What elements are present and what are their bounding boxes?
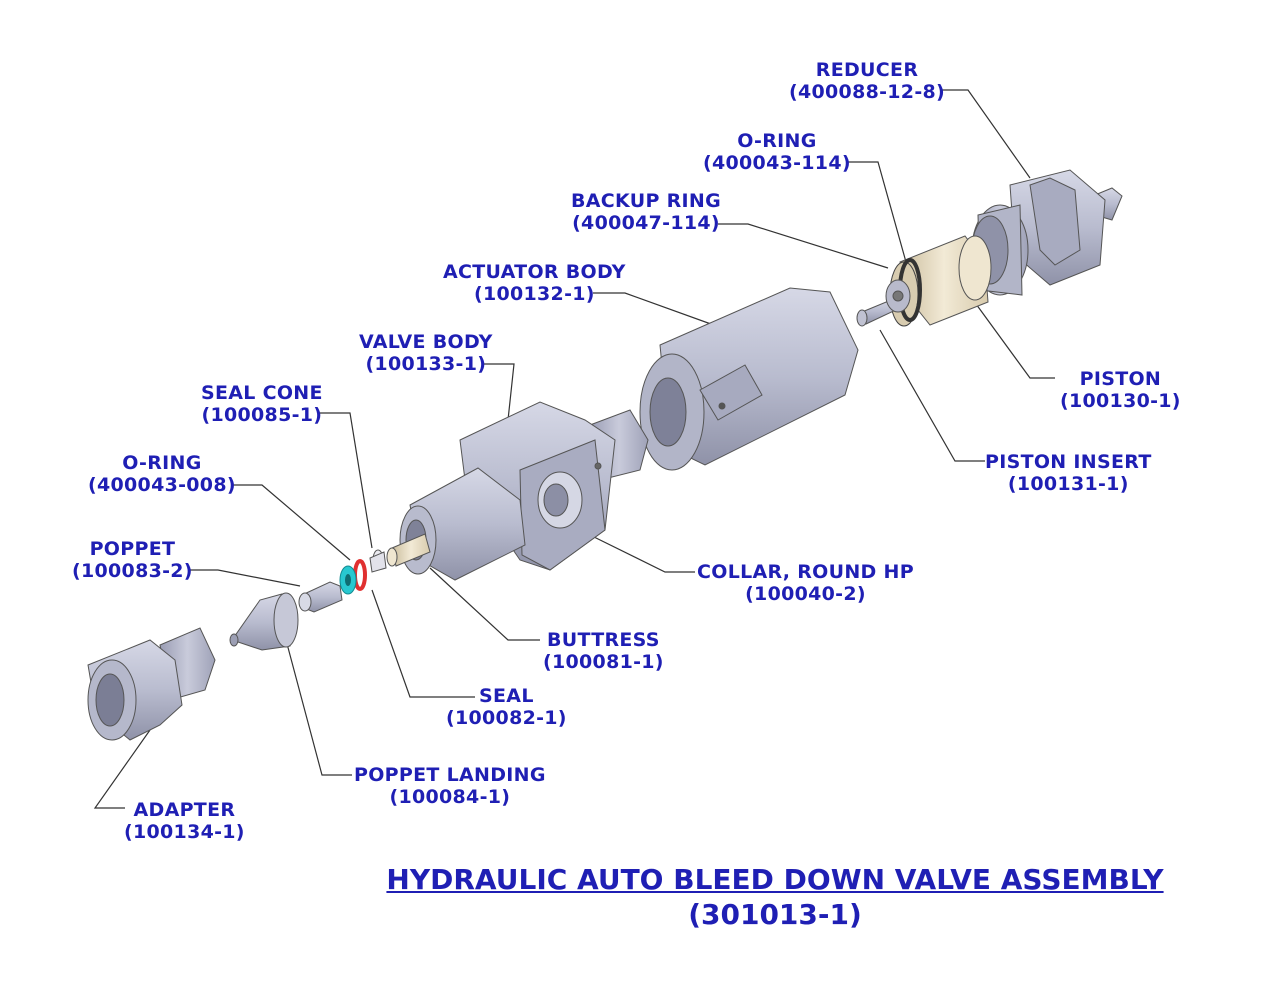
adapter-part (87, 627, 216, 741)
label-collar-name: COLLAR, ROUND HP (697, 561, 914, 583)
actuator-body-part (639, 287, 859, 471)
label-piston: PISTON (100130-1) (1060, 368, 1181, 412)
label-seal-cone-number: (100085-1) (201, 404, 323, 426)
piston-part (899, 235, 992, 326)
label-valve-body-name: VALVE BODY (359, 331, 493, 353)
label-seal-name: SEAL (479, 685, 534, 707)
leader-adapter (93, 729, 151, 809)
label-poppet-landing-name: POPPET LANDING (354, 764, 546, 786)
oring-008-part (353, 559, 367, 591)
seal-cone-part (369, 549, 387, 573)
leader-collar (591, 535, 695, 573)
label-reducer-number: (400088-12-8) (789, 81, 946, 103)
label-piston-insert-number: (100131-1) (1007, 473, 1129, 495)
buttress-part (386, 533, 431, 567)
leader-poppet (190, 569, 301, 587)
label-poppet-landing: POPPET LANDING (100084-1) (354, 764, 546, 808)
label-reducer: REDUCER (400088-12-8) (789, 59, 945, 103)
label-oring-008: O-RING (400043-008) (88, 452, 236, 496)
label-buttress-name: BUTTRESS (547, 629, 660, 651)
leader-poppet-landing (285, 639, 352, 776)
drawing-title-line2: (301013-1) (688, 898, 862, 931)
label-piston-name: PISTON (1079, 368, 1162, 390)
drawing-title: HYDRAULIC AUTO BLEED DOWN VALVE ASSEMBLY… (340, 862, 1210, 932)
leader-piston (959, 281, 1055, 379)
label-backup-ring: BACKUP RING (400047-114) (571, 190, 721, 234)
label-valve-body-number: (100133-1) (365, 353, 487, 375)
label-actuator-body-name: ACTUATOR BODY (443, 261, 626, 283)
label-adapter-name: ADAPTER (133, 799, 236, 821)
label-poppet-number: (100083-2) (72, 560, 193, 582)
label-backup-ring-name: BACKUP RING (571, 190, 721, 212)
label-poppet: POPPET (100083-2) (72, 538, 193, 582)
leader-reducer (940, 89, 1031, 179)
label-piston-insert: PISTON INSERT (100131-1) (985, 451, 1152, 495)
label-piston-insert-name: PISTON INSERT (985, 451, 1152, 473)
leader-oring-114 (848, 161, 907, 263)
poppet-landing-part (229, 592, 299, 651)
label-collar: COLLAR, ROUND HP (100040-2) (697, 561, 914, 605)
label-backup-ring-number: (400047-114) (572, 212, 720, 234)
label-valve-body: VALVE BODY (100133-1) (359, 331, 493, 375)
leader-backup-ring (718, 223, 889, 269)
label-oring-008-number: (400043-008) (88, 474, 236, 496)
poppet-part (298, 581, 343, 613)
label-piston-number: (100130-1) (1060, 390, 1181, 412)
label-oring-114-name: O-RING (737, 130, 817, 152)
label-collar-number: (100040-2) (745, 583, 866, 605)
label-oring-008-name: O-RING (122, 452, 202, 474)
leader-valve-body (484, 363, 515, 421)
label-oring-114: O-RING (400043-114) (703, 130, 851, 174)
seal-part (339, 565, 357, 595)
label-buttress: BUTTRESS (100081-1) (543, 629, 664, 673)
piston-insert-part (856, 279, 911, 327)
label-buttress-number: (100081-1) (543, 651, 664, 673)
leader-seal-cone (318, 412, 373, 549)
label-reducer-name: REDUCER (815, 59, 919, 81)
label-actuator-body: ACTUATOR BODY (100132-1) (443, 261, 626, 305)
label-poppet-name: POPPET (89, 538, 176, 560)
label-seal-cone-name: SEAL CONE (201, 382, 323, 404)
leader-oring-008 (232, 484, 351, 561)
label-adapter-number: (100134-1) (124, 821, 245, 843)
leader-lines (93, 89, 1055, 809)
leader-seal (371, 589, 475, 698)
label-seal-number: (100082-1) (446, 707, 567, 729)
leader-actuator-body (593, 292, 723, 329)
label-adapter: ADAPTER (100134-1) (124, 799, 245, 843)
reducer-part (971, 169, 1123, 296)
leader-piston-insert (879, 329, 985, 462)
label-oring-114-number: (400043-114) (703, 152, 851, 174)
drawing-title-line1: HYDRAULIC AUTO BLEED DOWN VALVE ASSEMBLY (386, 863, 1164, 896)
label-seal: SEAL (100082-1) (446, 685, 567, 729)
label-seal-cone: SEAL CONE (100085-1) (201, 382, 323, 426)
label-actuator-body-number: (100132-1) (473, 283, 595, 305)
label-poppet-landing-number: (100084-1) (389, 786, 511, 808)
leader-buttress (429, 567, 540, 641)
